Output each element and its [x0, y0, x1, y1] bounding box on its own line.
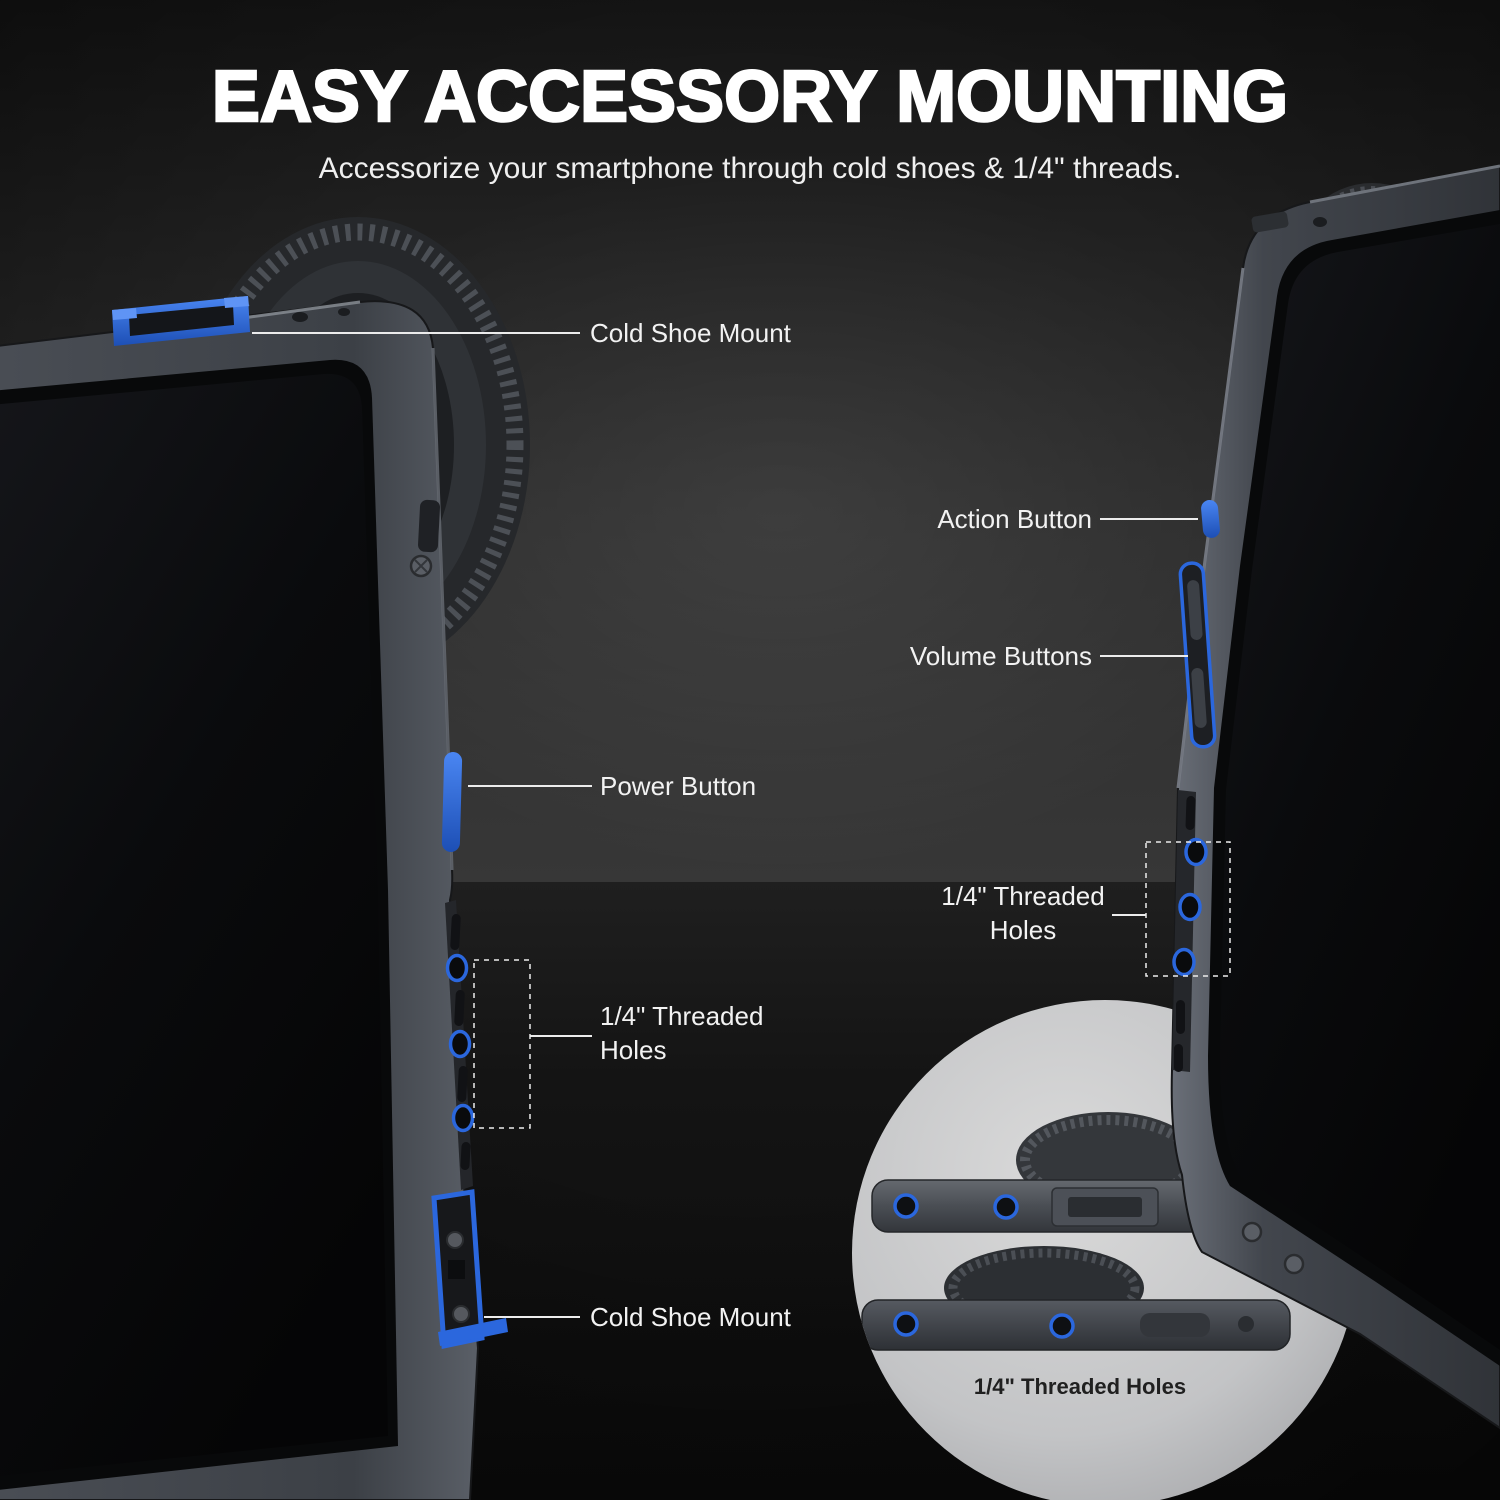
callout-threaded-holes-left: 1/4" Threaded Holes [600, 1001, 764, 1065]
inset-threaded-hole [893, 1193, 919, 1219]
callout-action-button: Action Button [937, 504, 1092, 534]
right-phone-screen [1220, 224, 1500, 1350]
page-subtitle: Accessorize your smartphone through cold… [318, 152, 1182, 185]
left-phone-cage [0, 217, 530, 1500]
cold-shoe-mount-bottom-highlight [431, 1189, 508, 1350]
cold-shoe-mount-top-highlight [112, 296, 250, 346]
callout-cold-shoe-mount-top: Cold Shoe Mount [590, 318, 791, 348]
dashed-bracket-threaded-left [473, 959, 531, 1129]
callout-volume-buttons: Volume Buttons [909, 641, 1092, 671]
action-button-highlight [1201, 499, 1220, 538]
threaded-holes-right-highlight [1172, 837, 1208, 977]
callout-threaded-holes-right: 1/4" Threaded Holes [941, 881, 1105, 945]
inset-threaded-hole [993, 1194, 1019, 1220]
screw-icon [409, 554, 433, 578]
power-button-highlight [441, 752, 463, 852]
dashed-bracket-threaded-right [1145, 841, 1231, 977]
screw-icon [1241, 1221, 1305, 1275]
inset-threaded-hole [1049, 1313, 1075, 1339]
callout-cold-shoe-mount-bottom: Cold Shoe Mount [590, 1302, 791, 1332]
left-phone-screen [0, 373, 388, 1476]
inset-caption: 1/4" Threaded Holes [973, 1374, 1187, 1399]
callout-lines [252, 332, 1231, 1318]
callout-power-button: Power Button [600, 771, 757, 801]
right-phone-cage [1170, 164, 1500, 1430]
threaded-holes-left-highlight [445, 953, 475, 1133]
page-title: EASY ACCESSORY MOUNTING [211, 56, 1290, 139]
inset-threaded-hole [893, 1311, 919, 1337]
